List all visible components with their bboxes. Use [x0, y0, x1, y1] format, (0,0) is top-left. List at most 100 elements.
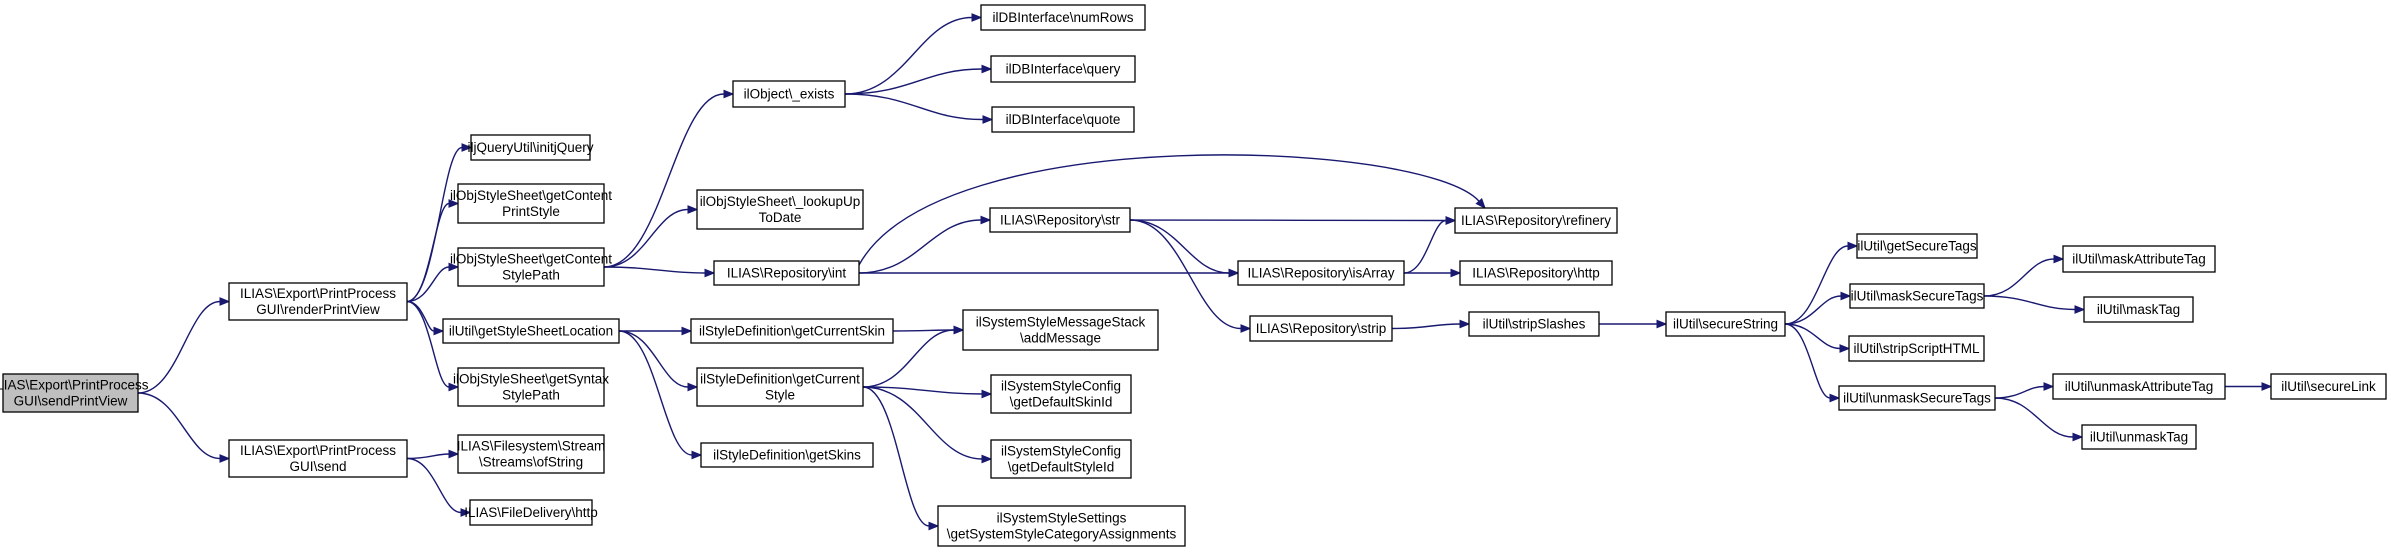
node-label-line: ilObjStyleSheet\getSyntax [453, 372, 609, 387]
node-unmaskSecureTags[interactable]: ilUtil\unmaskSecureTags [1838, 385, 1996, 411]
arrowhead-icon [681, 326, 693, 336]
node-repoStrip[interactable]: ILIAS\Repository\strip [1249, 315, 1393, 342]
arrowhead-icon [448, 449, 460, 459]
edge-repoInt-to-repoStr [858, 215, 992, 274]
node-label-line: ILIAS\Export\PrintProcess [240, 286, 396, 301]
arrowhead-icon [953, 325, 965, 335]
node-maskAttributeTag[interactable]: ilUtil\maskAttributeTag [2062, 245, 2216, 273]
node-quote[interactable]: ilDBInterface\quote [991, 106, 1135, 133]
node-repoIsArray[interactable]: ILIAS\Repository\isArray [1237, 260, 1405, 286]
node-label-line: ilUtil\getStyleSheetLocation [449, 324, 613, 339]
node-label-line: ILIAS\Repository\isArray [1247, 266, 1394, 281]
node-box [1848, 335, 1985, 362]
node-label-line: ILIAS\Repository\int [727, 266, 847, 281]
node-getCurrentSkin[interactable]: ilStyleDefinition\getCurrentSkin [690, 318, 894, 344]
node-box [937, 505, 1186, 547]
node-label-line: ILIAS\Repository\refinery [1461, 213, 1611, 228]
arrowhead-icon [461, 143, 473, 152]
edge-line [1784, 323, 1831, 399]
edge-line [1994, 385, 2045, 399]
node-box [1249, 315, 1393, 342]
node-label-line: ilUtil\stripSlashes [1483, 317, 1586, 332]
node-label-line: ILIAS\Repository\http [1472, 266, 1600, 281]
edge-line [844, 93, 984, 121]
node-ofString[interactable]: ILIAS\Filesystem\Stream\Streams\ofString [457, 434, 606, 474]
edge-objExists-to-quote [844, 93, 994, 124]
node-repoRefinery[interactable]: ILIAS\Repository\refinery [1454, 207, 1618, 234]
node-initjQuery[interactable]: iljQueryUtil\initjQuery [467, 134, 594, 161]
node-addMessage[interactable]: ilSystemStyleMessageStack\addMessage [962, 309, 1159, 351]
node-box [2, 373, 139, 413]
edge-renderPrintView-to-getStyleSheetLocation [406, 300, 445, 336]
node-unmaskAttributeTag[interactable]: ilUtil\unmaskAttributeTag [2052, 373, 2226, 400]
node-box [457, 434, 605, 474]
node-getDefaultStyleId[interactable]: ilSystemStyleConfig\getDefaultStyleId [990, 439, 1132, 479]
node-numRows[interactable]: ilDBInterface\numRows [980, 4, 1146, 31]
edge-line [406, 300, 435, 332]
node-box [989, 207, 1131, 233]
node-stripScriptHTML[interactable]: ilUtil\stripScriptHTML [1848, 335, 1985, 362]
node-box [990, 439, 1132, 479]
node-box [2083, 296, 2194, 323]
node-getSkins[interactable]: ilStyleDefinition\getSkins [700, 442, 874, 468]
edge-line [1403, 219, 1447, 274]
node-box [990, 374, 1132, 414]
node-query[interactable]: ilDBInterface\query [990, 55, 1136, 83]
node-fileDeliveryHttp[interactable]: ILIAS\FileDelivery\http [464, 499, 598, 526]
node-box [690, 318, 894, 344]
edge-line [406, 266, 450, 303]
edge-sendPrintView-to-renderPrintView [137, 297, 231, 394]
node-secureString[interactable]: ilUtil\secureString [1665, 311, 1786, 337]
node-repoStr[interactable]: ILIAS\Repository\str [989, 207, 1131, 233]
edge-maskSecureTags-to-maskTag [1983, 295, 2086, 314]
node-box [991, 106, 1135, 133]
arrowhead-icon [928, 521, 940, 531]
edge-line [406, 300, 450, 388]
node-label-line: \addMessage [1020, 331, 1101, 346]
node-getStyleSheetLocation[interactable]: ilUtil\getStyleSheetLocation [442, 318, 620, 344]
node-unmaskTag[interactable]: ilUtil\unmaskTag [2081, 424, 2197, 450]
edge-line [844, 16, 973, 95]
node-sendPrintView[interactable]: ILIAS\Export\PrintProcessGUI\sendPrintVi… [0, 373, 149, 413]
node-secureLink[interactable]: ilUtil\secureLink [2270, 373, 2387, 400]
edge-line [406, 457, 462, 514]
edge-send-to-ofString [406, 449, 460, 460]
node-label-line: ilSystemStyleConfig [1001, 444, 1121, 459]
node-box [469, 499, 593, 526]
arrowhead-icon [448, 262, 460, 272]
node-renderPrintView[interactable]: ILIAS\Export\PrintProcessGUI\renderPrint… [228, 282, 408, 321]
edge-line [137, 392, 221, 460]
edge-sendPrintView-to-send [137, 392, 231, 463]
edge-line [1784, 295, 1842, 325]
edge-line [1784, 245, 1849, 325]
node-label-line: Style [765, 388, 795, 403]
node-box [1454, 207, 1618, 234]
node-maskSecureTags[interactable]: ilUtil\maskSecureTags [1849, 283, 1985, 309]
arrowhead-icon [981, 389, 993, 399]
edge-line [862, 329, 955, 388]
node-maskTag[interactable]: ilUtil\maskTag [2083, 296, 2194, 323]
node-label-line: ilUtil\unmaskAttributeTag [2065, 379, 2214, 394]
node-label-line: ilUtil\maskTag [2097, 302, 2180, 317]
node-label-line: GUI\renderPrintView [256, 302, 380, 317]
node-getSystemStyleCategoryAssignments[interactable]: ilSystemStyleSettings\getSystemStyleCate… [937, 505, 1186, 547]
node-repoInt[interactable]: ILIAS\Repository\int [713, 260, 860, 286]
node-label-line: ilSystemStyleMessageStack [976, 315, 1146, 330]
node-objExists[interactable]: ilObject\_exists [732, 80, 846, 108]
node-repoHttp[interactable]: ILIAS\Repository\http [1459, 260, 1613, 286]
edge-maskSecureTags-to-maskAttributeTag [1983, 254, 2065, 297]
edge-stripSlashes-to-secureString [1599, 319, 1668, 329]
edge-unmaskSecureTags-to-unmaskAttributeTag [1994, 382, 2055, 399]
node-label-line: ilStyleDefinition\getCurrentSkin [699, 324, 885, 339]
node-getSecureTags[interactable]: ilUtil\getSecureTags [1856, 233, 1978, 259]
arrowhead-icon [219, 297, 231, 306]
node-stripSlashes[interactable]: ilUtil\stripSlashes [1468, 311, 1600, 337]
edge-repoInt-to-repoRefinery [858, 154, 1486, 266]
node-getDefaultSkinId[interactable]: ilSystemStyleConfig\getDefaultSkinId [990, 374, 1132, 414]
